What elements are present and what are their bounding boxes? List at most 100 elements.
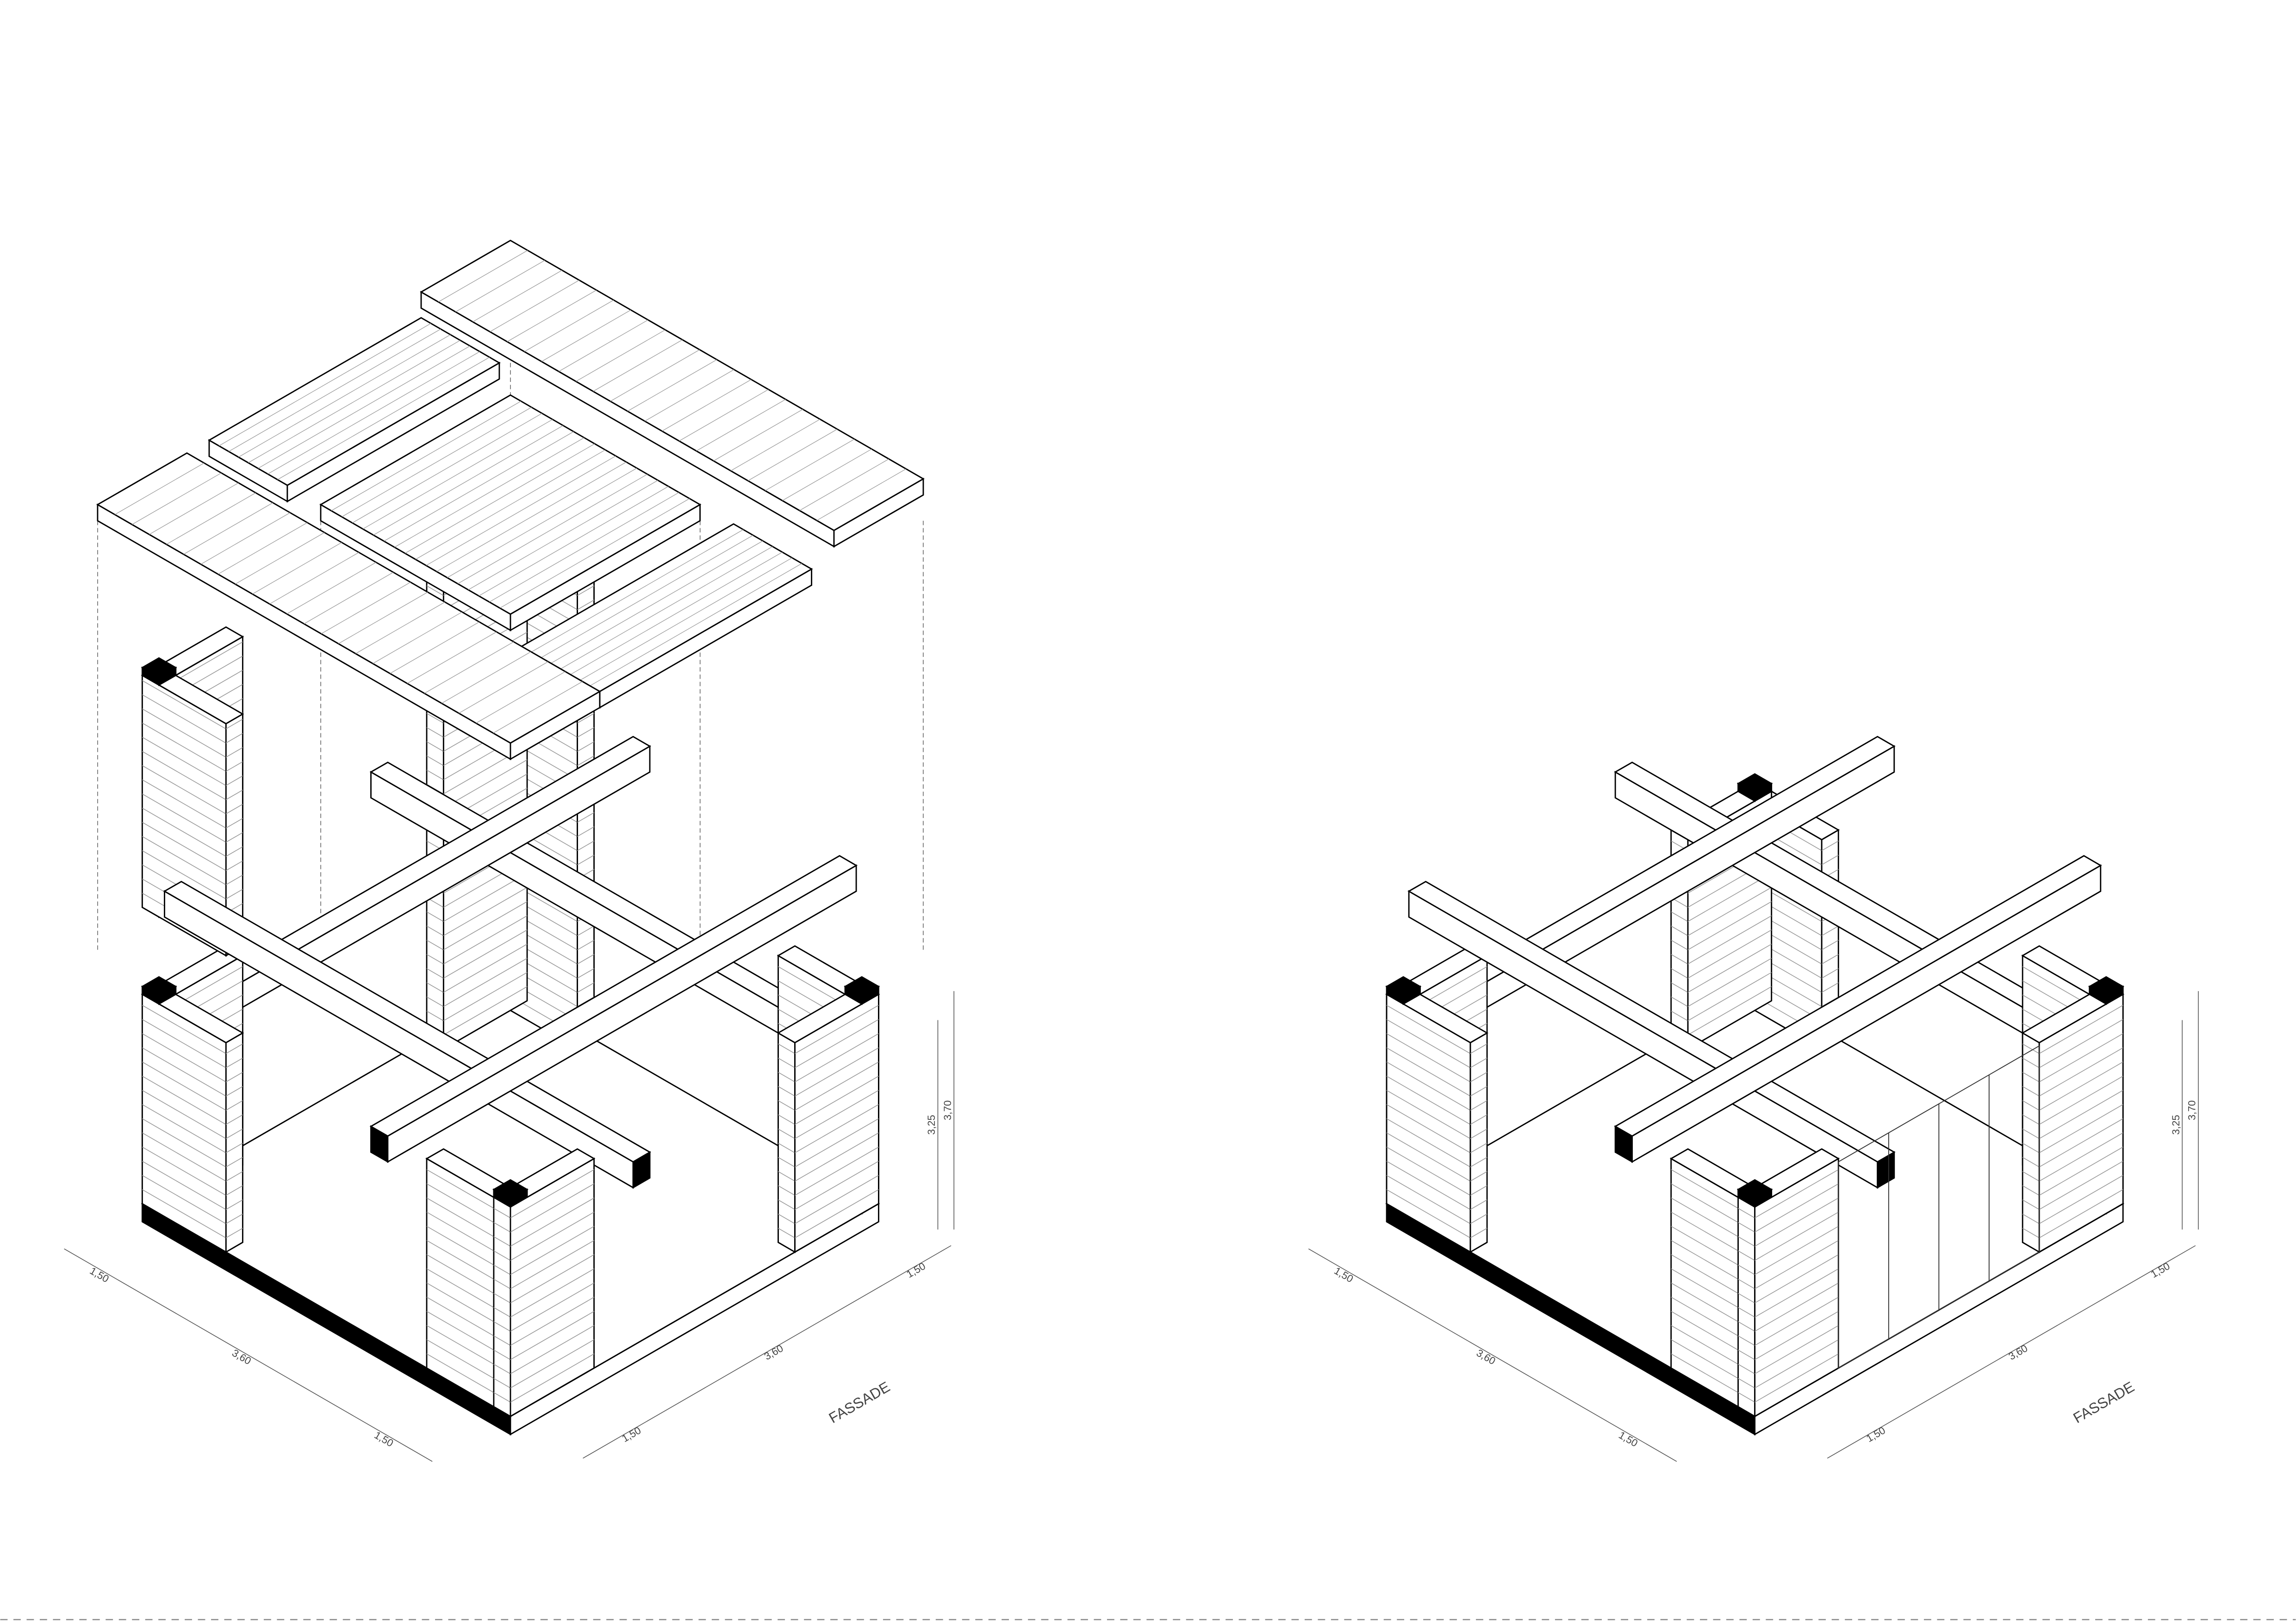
front-dimension-label: 1,50 <box>88 1265 111 1285</box>
brick-course <box>2022 1057 2040 1068</box>
plank-line <box>524 300 614 352</box>
brick-course <box>2022 1043 2040 1054</box>
brick-course <box>1687 986 1772 1036</box>
pier-cut-section <box>1736 1179 1773 1208</box>
brick-course <box>225 1114 243 1125</box>
brick-course <box>225 1129 243 1139</box>
brick-course <box>426 925 444 936</box>
pier-cut-section <box>1736 773 1773 802</box>
facade-dimension-label: 3,60 <box>2006 1342 2029 1362</box>
brick-course <box>225 761 243 772</box>
brick-course <box>1671 1011 1688 1021</box>
plank-line <box>362 419 553 530</box>
brick-course <box>2039 1075 2123 1125</box>
brick-course <box>795 1075 879 1125</box>
brick-course <box>510 1311 595 1360</box>
plank-line <box>373 425 564 536</box>
brick-pier-wall <box>141 984 244 1254</box>
facade-dimension-label: 3,60 <box>762 1342 785 1362</box>
plank-line <box>415 450 606 560</box>
brick-course <box>142 765 226 814</box>
plank-line <box>394 437 585 548</box>
brick-course <box>795 1033 879 1082</box>
facade-dimension-label: 1,50 <box>620 1424 643 1444</box>
brick-course <box>225 775 243 786</box>
brick-course <box>493 1236 511 1247</box>
brick-course <box>510 1254 595 1304</box>
brick-course <box>443 915 528 965</box>
brick-course <box>142 708 226 758</box>
plank-line <box>560 546 773 669</box>
roof-panel <box>420 239 925 548</box>
brick-course <box>2039 1104 2123 1153</box>
brick-course <box>225 889 243 899</box>
brick-course <box>426 585 444 596</box>
plank-line <box>338 592 428 644</box>
brick-course <box>443 759 528 809</box>
brick-course <box>795 1104 879 1153</box>
brick-course <box>1386 1104 1471 1153</box>
brick-course <box>142 723 226 772</box>
brick-course <box>225 861 243 871</box>
plank-line <box>183 502 273 555</box>
brick-course <box>142 1146 226 1196</box>
plank-line <box>441 651 531 704</box>
brick-course <box>2039 1090 2123 1139</box>
plank-line <box>765 438 855 491</box>
brick-course <box>2022 1185 2040 1196</box>
brick-course <box>510 1212 595 1261</box>
plank-line <box>228 329 441 452</box>
brick-course <box>443 943 528 993</box>
brick-course <box>426 982 444 993</box>
brick-course <box>795 1189 879 1238</box>
brick-course <box>142 836 226 885</box>
pier-cut-section <box>141 976 177 1006</box>
brick-course <box>510 1297 595 1346</box>
brick-course <box>1470 1143 1487 1153</box>
plank-line <box>816 468 906 521</box>
plank-line <box>286 562 376 614</box>
brick-course <box>795 1161 879 1210</box>
brick-course <box>493 1349 511 1360</box>
plank-line <box>166 492 256 545</box>
brick-course <box>493 1279 511 1289</box>
brick-pier-wall <box>492 1148 596 1418</box>
brick-course <box>577 756 595 766</box>
brick-pier-wall <box>1385 984 1488 1254</box>
pier-cut-section <box>1385 976 1422 1006</box>
plank-line <box>713 409 803 462</box>
brick-course <box>2022 1129 2040 1139</box>
plank-line <box>590 563 802 687</box>
plank-line <box>407 631 497 684</box>
brick-course <box>1470 1086 1487 1097</box>
plank-line <box>114 462 205 515</box>
brick-course <box>795 1090 879 1139</box>
brick-course <box>1470 1057 1487 1068</box>
brick-course <box>1386 1175 1471 1224</box>
face-top <box>1736 1179 1773 1200</box>
brick-course <box>426 954 444 965</box>
brick-course <box>1755 1197 1839 1247</box>
plank-line <box>576 329 666 382</box>
plank-line <box>730 419 821 471</box>
brick-course <box>1738 1264 1755 1275</box>
brick-course <box>795 1175 879 1224</box>
brick-course <box>225 1100 243 1111</box>
face-top <box>1614 855 2102 1137</box>
brick-course <box>778 1043 795 1054</box>
brick-course <box>2039 1005 2123 1054</box>
plank-line <box>499 498 690 609</box>
brick-course <box>1386 1118 1471 1168</box>
brick-course <box>1687 929 1772 979</box>
brick-course <box>778 1114 795 1125</box>
roof-panel <box>96 452 601 761</box>
front-dimension-line <box>1308 1248 1677 1462</box>
brick-course <box>510 1339 595 1388</box>
plank-line <box>277 357 490 480</box>
brick-course <box>142 779 226 829</box>
brick-course <box>1470 1171 1487 1182</box>
brick-course <box>426 756 444 766</box>
brick-course <box>1738 1364 1755 1374</box>
brick-course <box>2039 1047 2123 1097</box>
brick-course <box>142 807 226 857</box>
